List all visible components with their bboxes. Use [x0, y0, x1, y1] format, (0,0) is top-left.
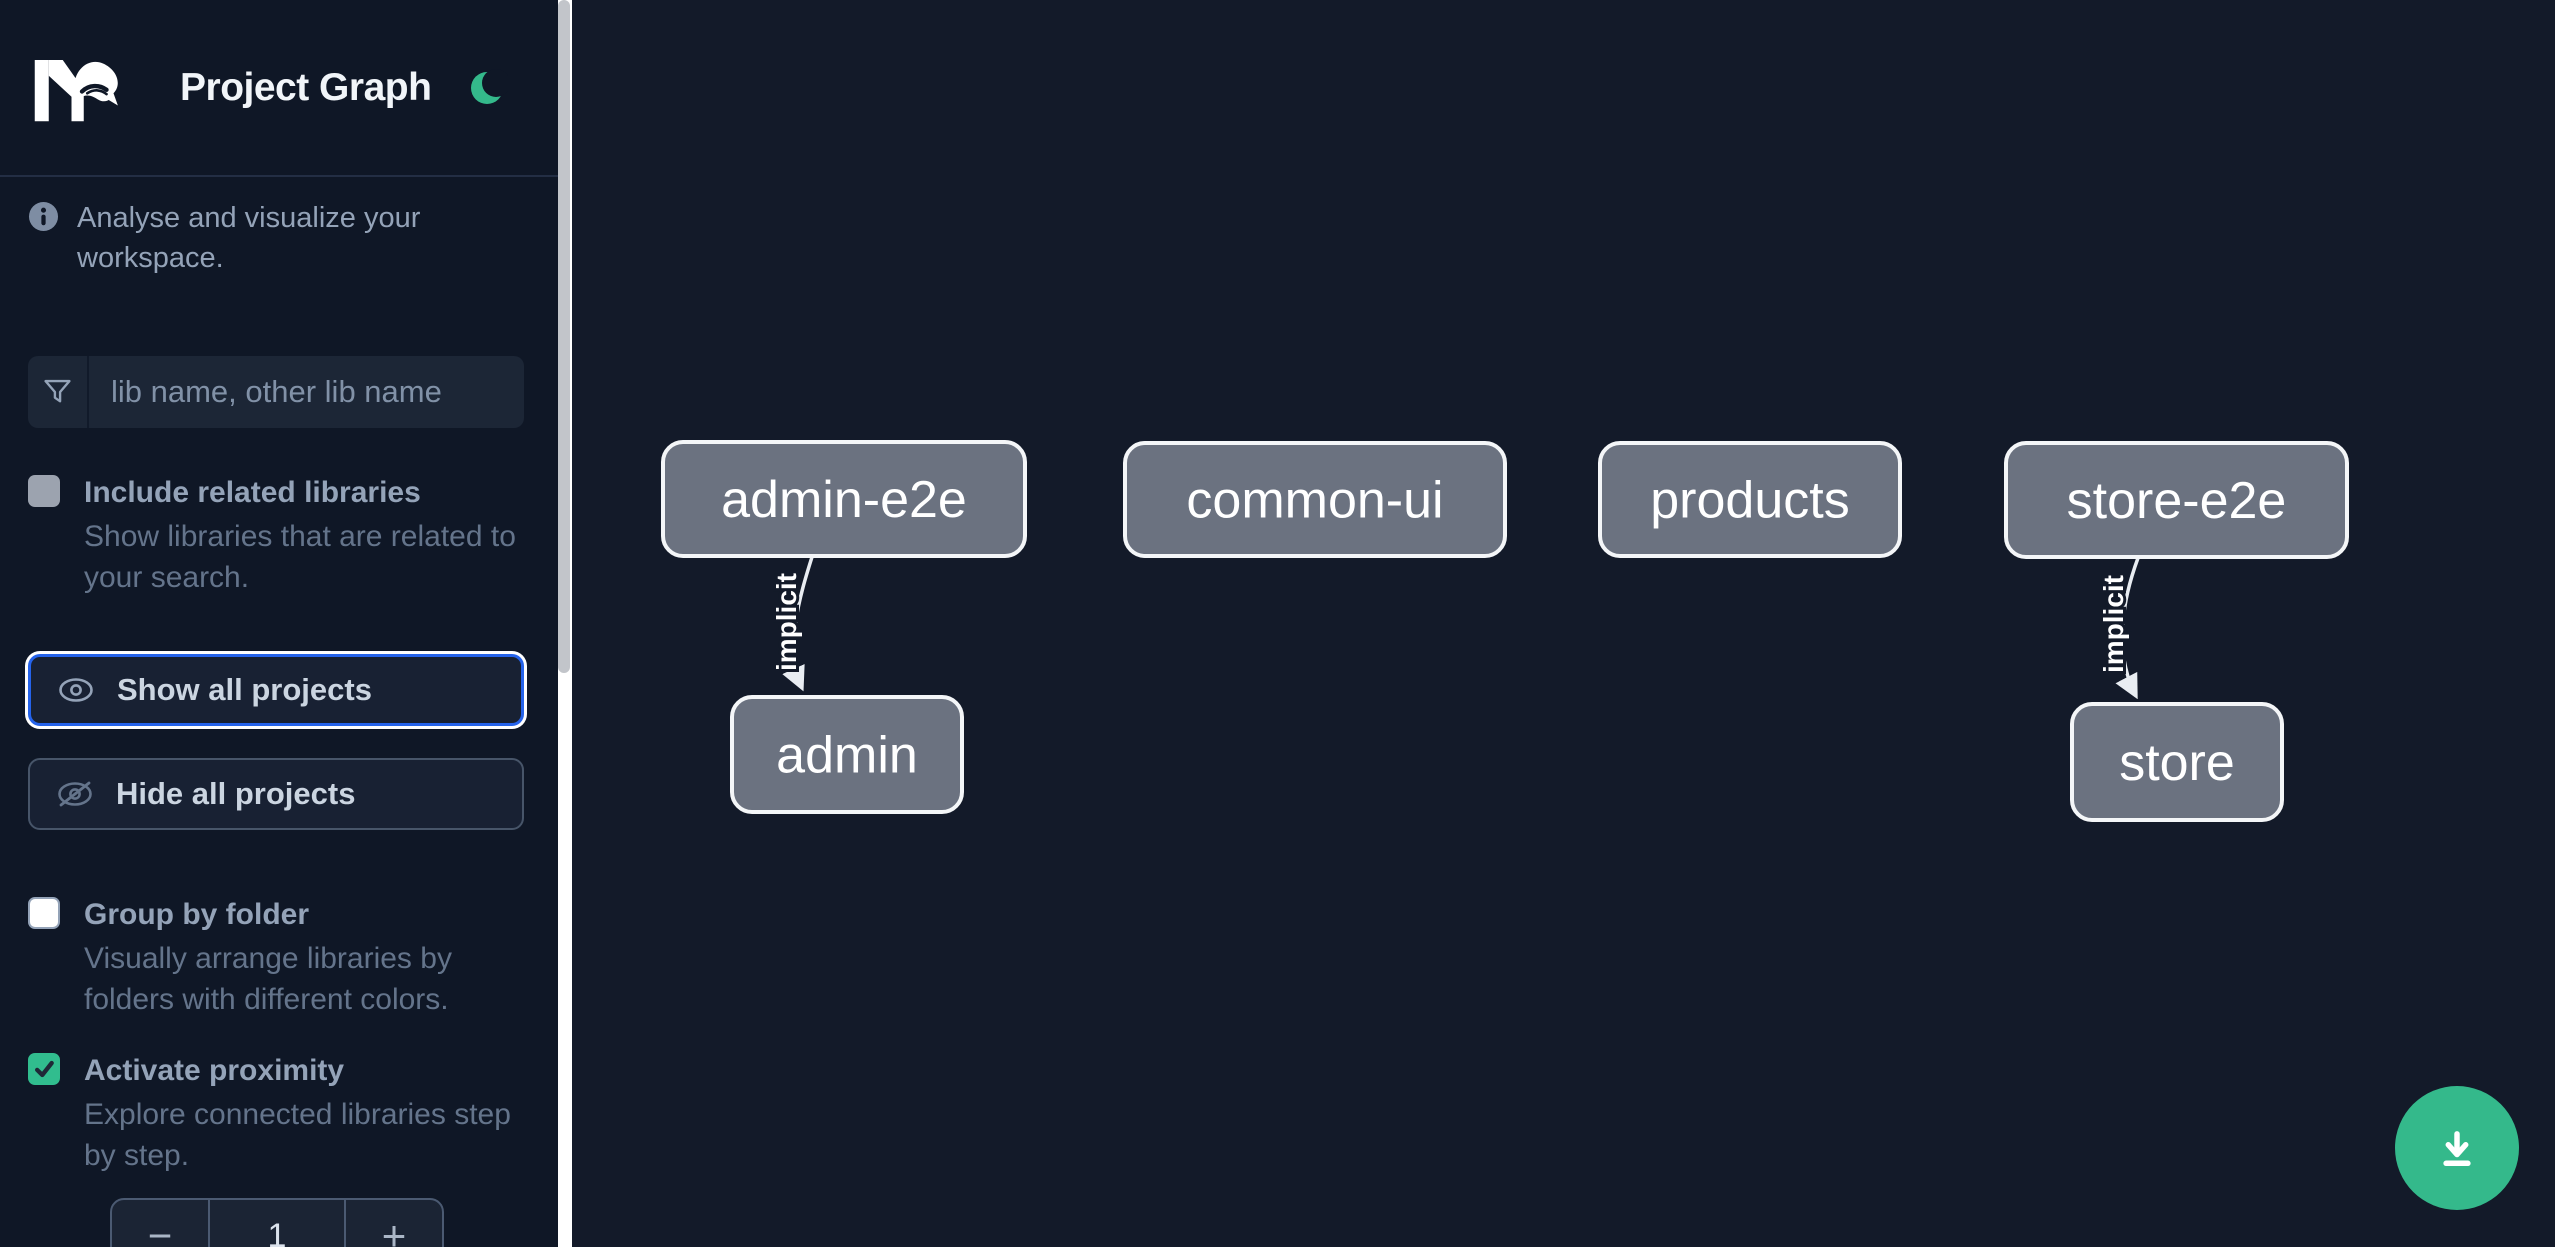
option-label: Activate proximity	[84, 1054, 345, 1087]
node-label: admin	[776, 727, 918, 785]
nodes-layer: admin-e2e common-ui products store-e2e admin…	[661, 440, 2349, 822]
edge-label-implicit: implicit	[2098, 575, 2129, 673]
nx-logo	[34, 59, 118, 121]
option-description: Visually arrange libraries by folders wi…	[84, 942, 452, 1016]
proximity-depth-value[interactable]: 1	[208, 1200, 346, 1247]
edge-label-implicit: implicit	[771, 573, 802, 671]
option-label: Group by folder	[84, 898, 309, 931]
checkmark-icon	[34, 1060, 54, 1078]
node-box	[730, 695, 964, 814]
filter-projects-input[interactable]	[89, 356, 524, 428]
info-icon	[28, 201, 59, 232]
option-activate-proximity: Activate proximity Explore connected lib…	[28, 1050, 534, 1176]
node-box	[661, 440, 1027, 558]
theme-toggle-button[interactable]	[468, 68, 510, 108]
edges-layer: implicit implicit	[768, 556, 2140, 700]
option-group-by-folder: Group by folder Visually arrange librari…	[28, 894, 534, 1020]
option-include-related-libraries: Include related libraries Show libraries…	[28, 472, 534, 598]
download-graph-button[interactable]	[2395, 1086, 2519, 1210]
option-description: Explore connected libraries step by step…	[84, 1098, 511, 1172]
graph-node-store-e2e[interactable]: store-e2e	[2004, 441, 2349, 559]
node-label: store-e2e	[2067, 472, 2287, 530]
node-label: admin-e2e	[721, 471, 967, 529]
node-box	[2004, 441, 2349, 559]
graph-node-common-ui[interactable]: common-ui	[1123, 441, 1507, 558]
graph-node-store[interactable]: store	[2070, 702, 2284, 822]
increment-button[interactable]: +	[346, 1200, 442, 1247]
option-description: Show libraries that are related to your …	[84, 520, 516, 594]
graph-canvas[interactable]: implicit implicit admin-e2e common-ui produ…	[572, 0, 2555, 1247]
filter-input-group	[28, 356, 524, 428]
node-label: store	[2119, 734, 2235, 792]
project-graph-svg: implicit implicit admin-e2e common-ui produ…	[661, 440, 2349, 822]
node-box	[1598, 441, 1902, 558]
button-label: Hide all projects	[116, 776, 356, 811]
funnel-seg	[28, 356, 89, 428]
funnel-icon	[44, 379, 71, 402]
graph-node-admin-e2e[interactable]: admin-e2e	[661, 440, 1027, 558]
proximity-depth-stepper: − 1 +	[110, 1198, 444, 1247]
show-all-projects-button[interactable]: Show all projects	[28, 654, 524, 726]
sidebar: Project Graph Analyse and visualize your…	[0, 0, 558, 1247]
option-text: Group by folder Visually arrange librari…	[84, 894, 534, 1020]
tagline-text: Analyse and visualize your workspace.	[77, 202, 421, 274]
sidebar-scrollbar-thumb[interactable]	[558, 0, 570, 673]
eye-icon	[59, 678, 93, 702]
graph-node-admin[interactable]: admin	[730, 695, 964, 814]
hide-all-projects-button[interactable]: Hide all projects	[28, 758, 524, 830]
option-text: Include related libraries Show libraries…	[84, 472, 534, 598]
graph-node-products[interactable]: products	[1598, 441, 1902, 558]
node-label: products	[1650, 472, 1849, 530]
page-title: Project Graph	[180, 65, 432, 109]
checkbox-group-by-folder[interactable]	[28, 897, 60, 929]
button-label: Show all projects	[117, 672, 372, 707]
node-label: common-ui	[1186, 472, 1443, 530]
eye-off-icon	[58, 781, 92, 807]
download-icon	[2443, 1131, 2471, 1166]
node-box	[1123, 441, 1507, 558]
node-box	[2070, 702, 2284, 822]
tagline-row: Analyse and visualize your workspace.	[28, 198, 528, 278]
edge-store-e2e-to-store[interactable]	[2115, 557, 2140, 700]
sidebar-scrollbar-track	[558, 0, 572, 1247]
sidebar-header: Project Graph	[0, 0, 558, 177]
checkbox-activate-proximity[interactable]	[28, 1053, 60, 1085]
edge-admin-e2e-to-admin[interactable]	[782, 556, 814, 692]
decrement-button[interactable]: −	[112, 1200, 208, 1247]
moon-icon	[471, 68, 510, 104]
option-text: Activate proximity Explore connected lib…	[84, 1050, 534, 1176]
checkbox-include-related-libraries	[28, 475, 60, 507]
option-label: Include related libraries	[84, 476, 421, 509]
